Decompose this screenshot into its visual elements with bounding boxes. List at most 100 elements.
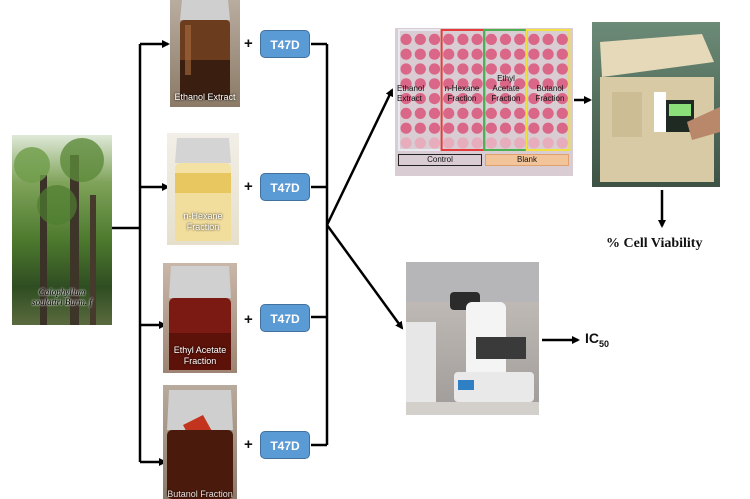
well [485, 107, 497, 119]
well [414, 63, 426, 75]
well [485, 93, 497, 105]
n-hexane-fraction-jar: n-Hexane Fraction [167, 133, 239, 245]
well [400, 137, 412, 149]
well [514, 63, 526, 75]
cell-viability-label: % Cell Viability [606, 236, 703, 251]
well [514, 48, 526, 60]
well [514, 93, 526, 105]
ic50-subscript: 50 [599, 338, 610, 349]
well [485, 63, 497, 75]
well [556, 122, 568, 134]
t47d-box-3: T47D [260, 304, 310, 332]
well [471, 122, 483, 134]
well [414, 122, 426, 134]
well [556, 78, 568, 90]
well [528, 48, 540, 60]
ethanol-extract-jar: Ethanol Extract [170, 0, 240, 107]
well [471, 93, 483, 105]
blank-label: Blank [485, 154, 569, 166]
ic50-main: IC [585, 330, 599, 346]
arrow-to-plate [325, 88, 394, 226]
well [485, 137, 497, 149]
well [457, 33, 469, 45]
well [443, 48, 455, 60]
well [499, 78, 512, 90]
well [556, 33, 568, 45]
ic50-label: IC50 [585, 330, 609, 349]
butanol-fraction-label: Butanol Fraction [167, 489, 233, 499]
well [542, 78, 554, 90]
well-plate-photo: Ethanol Extract n-Hexane Fraction Ethyl … [395, 28, 573, 176]
well [457, 122, 469, 134]
well [556, 137, 568, 149]
well [514, 33, 526, 45]
t47d-box-1: T47D [260, 30, 310, 58]
well [528, 33, 540, 45]
well [499, 48, 512, 60]
well [457, 107, 469, 119]
well [485, 78, 497, 90]
well [443, 33, 455, 45]
well [414, 137, 426, 149]
well [400, 63, 412, 75]
well [485, 122, 497, 134]
well [528, 122, 540, 134]
well [542, 93, 554, 105]
well [443, 78, 455, 90]
column-frame [525, 29, 571, 151]
well [471, 78, 483, 90]
well [556, 93, 568, 105]
plate-reader-photo [592, 22, 720, 187]
well [428, 63, 441, 75]
well [528, 93, 540, 105]
microscope-photo [406, 262, 539, 415]
well [542, 137, 554, 149]
well [443, 63, 455, 75]
well [443, 122, 455, 134]
well [414, 33, 426, 45]
well [499, 33, 512, 45]
well [542, 107, 554, 119]
well [428, 93, 441, 105]
well [414, 48, 426, 60]
arrow-to-microscope [325, 224, 404, 330]
well [542, 33, 554, 45]
well [400, 93, 412, 105]
well [414, 78, 426, 90]
well [400, 122, 412, 134]
well [514, 137, 526, 149]
column-label-ethyl-acetate: Ethyl Acetate Fraction [491, 74, 521, 103]
well [400, 33, 412, 45]
column-label-ethanol: Ethanol Extract [397, 84, 425, 103]
well [443, 93, 455, 105]
species-caption: Calophyllum soulattri Burm. f [32, 287, 92, 307]
well [471, 63, 483, 75]
control-label: Control [398, 154, 482, 166]
t47d-box-2: T47D [260, 173, 310, 201]
well [556, 107, 568, 119]
well [443, 137, 455, 149]
ethyl-acetate-fraction-label: Ethyl Acetate Fraction [173, 345, 227, 366]
well [499, 63, 512, 75]
well [471, 107, 483, 119]
well [428, 137, 441, 149]
well [414, 107, 426, 119]
plus-sign-2: + [244, 178, 253, 195]
well [457, 93, 469, 105]
well [528, 137, 540, 149]
well [400, 107, 412, 119]
well [485, 48, 497, 60]
well [457, 48, 469, 60]
well [428, 33, 441, 45]
well [499, 107, 512, 119]
well [542, 48, 554, 60]
well [414, 93, 426, 105]
t47d-box-4: T47D [260, 431, 310, 459]
well [514, 78, 526, 90]
well [528, 63, 540, 75]
column-label-butanol: Butanol Fraction [535, 84, 565, 103]
butanol-fraction-jar: Butanol Fraction [163, 385, 237, 499]
well [457, 78, 469, 90]
ethyl-acetate-fraction-jar: Ethyl Acetate Fraction [163, 263, 237, 373]
